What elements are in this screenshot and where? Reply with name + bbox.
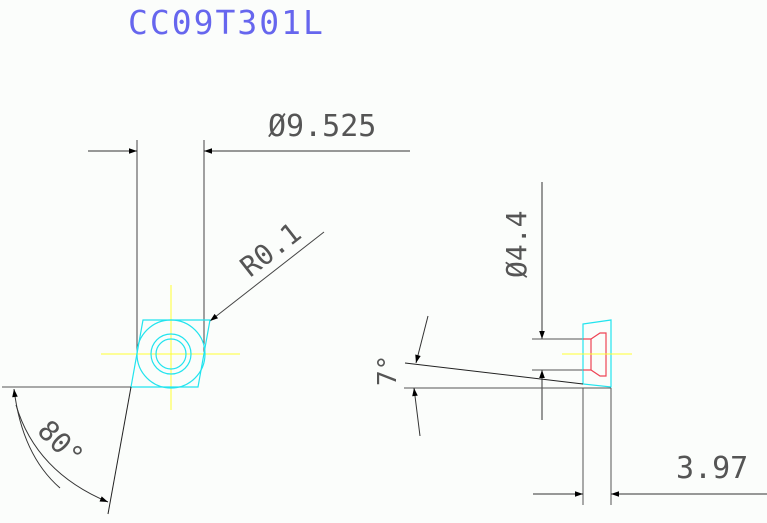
part-number-title: CC09T301L <box>128 3 325 42</box>
hole-diameter-label: Ø4.4 <box>500 211 533 278</box>
front-view: Ø9.525 R0.1 80° <box>2 109 410 515</box>
thickness-label: 3.97 <box>676 451 748 486</box>
side-view: Ø4.4 7° 3.97 <box>373 182 767 505</box>
ic-diameter-label: Ø9.525 <box>268 109 376 144</box>
included-angle-label: 80° <box>31 414 90 473</box>
clearance-angle-label: 7° <box>373 355 403 386</box>
